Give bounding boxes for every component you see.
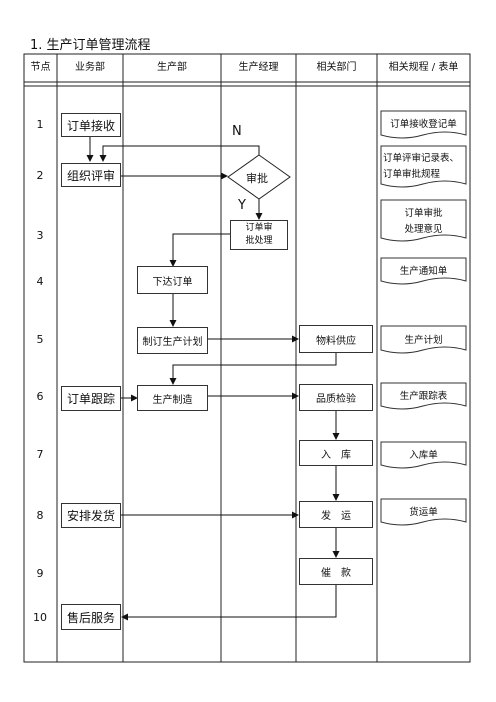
form-warehouse-receipt: 入库单 <box>409 450 438 461</box>
arrange-delivery-box: 安排发货 <box>61 503 121 528</box>
node-number: 7 <box>36 448 44 461</box>
make-plan-box: 制订生产计划 <box>137 327 208 354</box>
node-number: 10 <box>33 611 47 624</box>
header-procedures-forms: 相关规程 / 表单 <box>388 62 459 73</box>
no-label: N <box>232 124 242 139</box>
order-tracking-box: 订单跟踪 <box>61 386 121 411</box>
form-review-record: 订单评审记录表、 订单审批规程 <box>383 151 466 183</box>
warehousing-box: 入 库 <box>299 440 373 466</box>
header-production-manager: 生产经理 <box>238 62 279 73</box>
material-supply-box: 物料供应 <box>299 325 373 353</box>
node-number: 5 <box>36 333 44 346</box>
approve-diamond <box>227 154 291 200</box>
form-production-plan: 生产计划 <box>404 335 443 346</box>
page-title: 1. 生产订单管理流程 <box>30 38 151 53</box>
form-order-receipt: 订单接收登记单 <box>390 119 457 130</box>
form-approval-opinion: 订单审批 处理意见 <box>381 206 466 238</box>
header-node: 节点 <box>30 62 51 73</box>
yes-label: Y <box>238 198 246 213</box>
org-review-box: 组织评审 <box>61 163 121 187</box>
form-review-line2: 订单审批规程 <box>383 169 441 180</box>
quality-inspection-box: 品质检验 <box>299 384 373 411</box>
order-approval-box: 订单审 批处理 <box>230 220 288 250</box>
node-number: 6 <box>36 390 44 403</box>
manufacture-box: 生产制造 <box>137 385 208 411</box>
node-number: 1 <box>36 118 44 131</box>
form-production-notice: 生产通知单 <box>399 266 448 277</box>
node-number: 2 <box>36 169 44 182</box>
order-approval-line1: 订单审 <box>245 223 273 233</box>
order-receive-box: 订单接收 <box>61 113 121 137</box>
form-review-line1: 订单评审记录表、 <box>383 153 460 164</box>
node-number: 8 <box>36 509 44 522</box>
approve-label: 审批 <box>246 172 268 185</box>
form-production-tracking: 生产跟踪表 <box>399 391 448 402</box>
form-approval-line2: 处理意见 <box>404 224 443 235</box>
header-production-dept: 生产部 <box>157 62 187 73</box>
collection-box: 催 款 <box>299 558 373 585</box>
after-sales-box: 售后服务 <box>61 604 121 630</box>
header-business-dept: 业务部 <box>75 62 105 73</box>
shipping-box: 发 运 <box>299 501 373 528</box>
node-number: 4 <box>36 275 44 288</box>
form-approval-line1: 订单审批 <box>404 208 443 219</box>
node-number: 3 <box>36 229 44 242</box>
node-number: 9 <box>36 567 44 580</box>
issue-order-box: 下达订单 <box>137 266 208 294</box>
order-approval-line2: 批处理 <box>245 236 273 246</box>
header-related-dept: 相关部门 <box>316 62 357 73</box>
form-shipping-note: 货运单 <box>409 507 438 518</box>
